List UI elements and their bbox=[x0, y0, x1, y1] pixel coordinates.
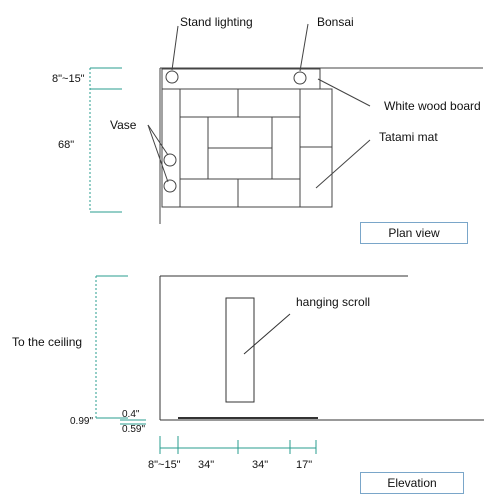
stand-lighting-icon bbox=[165, 70, 179, 84]
floor-right-dimension: 0.59" bbox=[122, 424, 145, 435]
bottom-dimension-1: 8"~15" bbox=[148, 459, 181, 471]
plan-dimensions bbox=[89, 67, 122, 213]
elevation-labels: hanging scroll To the ceiling 0.99" 0.4"… bbox=[12, 295, 370, 471]
tatami-mat bbox=[299, 88, 333, 208]
bottom-dimension-3: 34" bbox=[252, 459, 268, 471]
elevation-title: Elevation bbox=[360, 472, 464, 494]
white-wood-board bbox=[161, 68, 321, 90]
bonsai-label: Bonsai bbox=[317, 15, 354, 29]
elevation-view bbox=[159, 275, 484, 421]
bottom-dimension-2: 34" bbox=[198, 459, 214, 471]
plan-view bbox=[147, 23, 483, 224]
hanging-scroll-label: hanging scroll bbox=[296, 295, 370, 309]
to-the-ceiling-label: To the ceiling bbox=[12, 335, 82, 349]
white-wood-board-label: White wood board bbox=[384, 99, 481, 113]
plan-labels: Stand lighting Bonsai White wood board T… bbox=[52, 15, 481, 151]
vase-label: Vase bbox=[110, 118, 137, 132]
bottom-dimension-4: 17" bbox=[296, 459, 312, 471]
floor-step-dimension: 0.4" bbox=[122, 409, 140, 420]
plan-height-dimension: 68" bbox=[58, 139, 74, 151]
plan-depth-dimension: 8"~15" bbox=[52, 73, 85, 85]
plan-view-title: Plan view bbox=[360, 222, 468, 244]
vase-icon bbox=[163, 179, 177, 193]
elevation-dimensions bbox=[95, 275, 317, 454]
tatami-mat-label: Tatami mat bbox=[379, 130, 438, 144]
bonsai-icon bbox=[293, 71, 307, 85]
hanging-scroll bbox=[225, 297, 255, 403]
vase-icon bbox=[163, 153, 177, 167]
floor-left-dimension: 0.99" bbox=[70, 416, 93, 427]
stand-lighting-label: Stand lighting bbox=[180, 15, 253, 29]
